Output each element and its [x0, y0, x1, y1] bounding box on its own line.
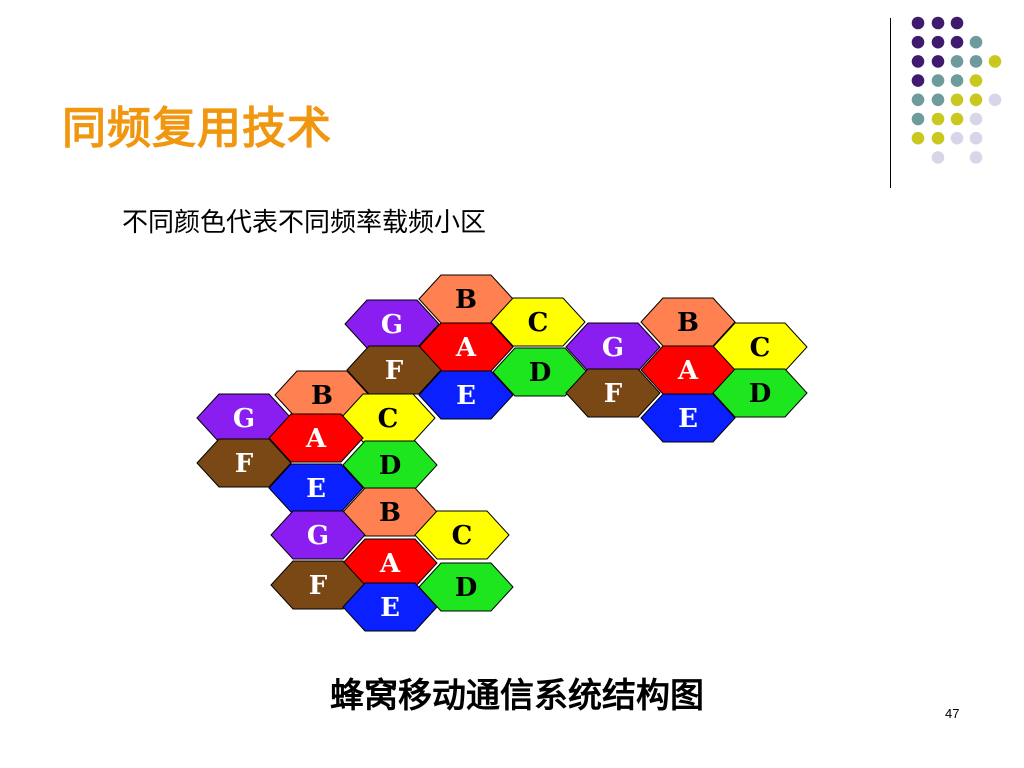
cell-label: A [305, 424, 327, 454]
cell-label: B [677, 308, 699, 338]
decorative-dot [950, 55, 964, 68]
hexagon-cell-g [270, 510, 366, 560]
page-number: 47 [945, 706, 960, 721]
decorative-dot [931, 35, 945, 49]
decorative-dot [931, 55, 945, 68]
decorative-dot [950, 131, 964, 145]
cell-label: A [379, 549, 401, 579]
cell-label: B [455, 285, 477, 315]
slide-subtitle: 不同颜色代表不同频率载频小区 [122, 208, 487, 238]
hexagon-cell-e [418, 370, 514, 420]
decorative-dot [931, 112, 945, 126]
cell-label: C [378, 404, 399, 434]
cell-cluster: B G C A F D E [196, 370, 438, 513]
cell-label: G [307, 521, 329, 551]
cell-label: G [602, 333, 624, 363]
cell-label: D [749, 379, 772, 409]
decorative-dot [988, 93, 1002, 107]
decorative-dot [931, 131, 945, 145]
decorative-dot [931, 93, 945, 107]
decorative-dot [969, 74, 983, 87]
decorative-dot [969, 55, 983, 68]
cell-label: F [235, 449, 254, 479]
hexagon-cell-e [268, 463, 364, 513]
decorative-dot [911, 55, 925, 68]
cell-label: C [750, 333, 771, 363]
decorative-dot [950, 93, 964, 107]
decorative-dot [969, 93, 983, 107]
hexagon-cell-c [490, 297, 586, 347]
decorative-dot [969, 112, 983, 126]
cell-label: A [455, 333, 477, 363]
decorative-dot [950, 16, 964, 30]
hexagon-cell-d [418, 562, 514, 612]
decorative-dot [911, 35, 925, 49]
cell-label: G [381, 310, 403, 340]
decorative-dot [950, 112, 964, 126]
decorative-dot [911, 93, 925, 107]
decorative-dot [950, 74, 964, 87]
cell-label: E [678, 404, 698, 434]
decorative-dot [931, 74, 945, 87]
cell-label: C [528, 308, 549, 338]
diagram-caption: 蜂窝移动通信系统结构图 [330, 676, 704, 716]
hexagon-cell-d [712, 368, 808, 418]
cell-cluster: B G C A F D E [344, 274, 588, 420]
cell-label: D [379, 451, 402, 481]
cell-label: F [309, 571, 328, 601]
decorative-dot [969, 131, 983, 145]
cell-cluster: B G C A F D E [270, 487, 514, 632]
decorative-dot [911, 112, 925, 126]
hexagon-cell-f [196, 438, 292, 488]
decorative-dot [911, 16, 925, 30]
cell-label: E [306, 474, 326, 504]
cell-label: F [604, 379, 623, 409]
cell-label: C [452, 521, 473, 551]
hexagon-cell-c [414, 510, 510, 560]
cell-label: E [456, 381, 476, 411]
cell-label: F [385, 356, 404, 386]
cell-label: G [233, 404, 255, 434]
cell-label: B [311, 381, 333, 411]
decorative-dot [911, 74, 925, 87]
cell-label: D [529, 358, 552, 388]
cell-label: E [380, 593, 400, 623]
hexagon-cell-a [268, 413, 364, 463]
hexagon-cell-f [565, 368, 661, 418]
decorative-dot-grid [911, 16, 1002, 164]
decorative-dot [969, 151, 983, 164]
decorative-dot [931, 16, 945, 30]
title-divider [890, 18, 891, 188]
decorative-dot [988, 55, 1002, 68]
decorative-dot [950, 35, 964, 49]
slide-title: 同频复用技术 [62, 103, 332, 154]
hexagon-cell-e [342, 582, 438, 632]
decorative-dot [969, 35, 983, 49]
decorative-dot [931, 151, 945, 164]
cell-label: B [379, 498, 401, 528]
hexagon-cell-e [640, 393, 736, 443]
cell-label: D [455, 573, 478, 603]
cell-cluster: G B C A F D E [565, 297, 808, 443]
decorative-dot [911, 131, 925, 145]
cell-label: A [677, 356, 699, 386]
hexagon-cell-c [340, 393, 436, 443]
